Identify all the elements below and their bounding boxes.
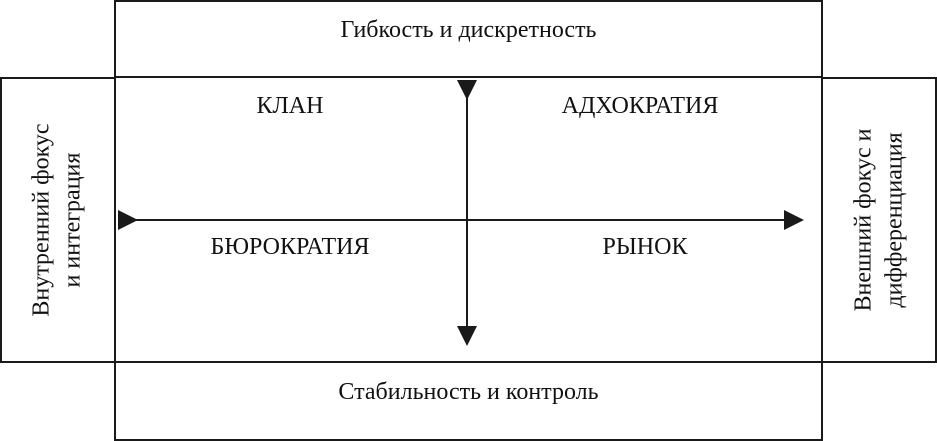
quadrant-adhocracy-label: АДХОКРАТИЯ	[561, 93, 719, 119]
right-box	[821, 77, 937, 363]
bottom-box	[114, 361, 823, 441]
left-axis-label: Внутренний фокус и интеграция	[26, 123, 87, 316]
left-box	[0, 77, 116, 363]
top-axis-label: Гибкость и дискретность	[340, 17, 597, 43]
top-box	[114, 0, 823, 78]
right-axis-label-line2: дифференциация	[881, 132, 907, 308]
left-axis-label-line2: и интеграция	[59, 152, 85, 288]
quadrant-market-label: РЫНОК	[602, 234, 688, 260]
quadrant-bureaucracy-label: БЮРОКРАТИЯ	[210, 234, 370, 260]
left-axis-label-line1: Внутренний фокус	[28, 123, 55, 317]
bottom-axis-label: Стабильность и контроль	[338, 379, 599, 405]
right-axis-label: Внешний фокус и дифференциация	[848, 129, 909, 312]
quadrant-clan-label: КЛАН	[256, 93, 324, 119]
right-axis-label-line1: Внешний фокус и	[850, 128, 877, 312]
